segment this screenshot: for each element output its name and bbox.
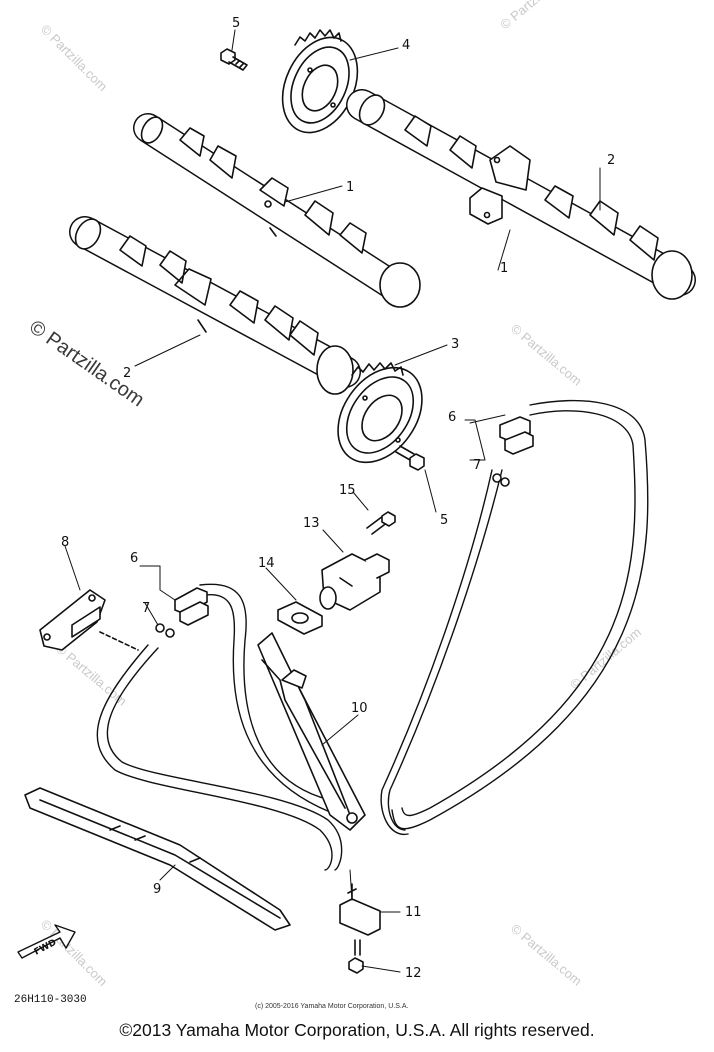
- label-4: 4: [402, 38, 410, 53]
- bolt-5-lower: [395, 445, 425, 471]
- label-5: 5: [232, 16, 240, 31]
- guide-bracket-8: [39, 589, 106, 651]
- label-8: 8: [61, 535, 69, 550]
- watermark: © Partzilla.com: [38, 22, 111, 95]
- footer-copyright: ©2013 Yamaha Motor Corporation, U.S.A. A…: [119, 1020, 595, 1040]
- label-3: 3: [451, 337, 459, 352]
- label-13: 13: [303, 516, 320, 531]
- bolt-5-top: [220, 48, 248, 71]
- cam-sprocket-3: [337, 362, 423, 464]
- bolt-12: [348, 939, 364, 974]
- label-1: 1: [500, 261, 508, 276]
- label-7: 7: [473, 458, 481, 473]
- label-9: 9: [153, 882, 161, 897]
- tensioner-guide-10: [257, 632, 366, 831]
- leader-lines: [64, 29, 601, 973]
- bolt-15: [366, 511, 396, 535]
- label-7: 7: [142, 601, 150, 616]
- cam-chain-left: [96, 583, 343, 871]
- label-6: 6: [448, 410, 456, 425]
- guide-stopper-11: [339, 883, 381, 936]
- watermark: © Partzilla.com: [567, 624, 644, 692]
- chain-link-6-7-left: [155, 587, 209, 638]
- cam-sprocket-4: [281, 29, 359, 134]
- camshaft-2-right: [346, 89, 696, 300]
- label-14: 14: [258, 556, 275, 571]
- watermark: © Partzilla.com: [38, 917, 111, 990]
- camshaft-2-lower: [69, 216, 361, 395]
- label-10: 10: [351, 701, 368, 716]
- part-labels: 5 4 2 1 1 2 3 6 7 5 15 13 8 6 7 14 10 9 …: [61, 16, 615, 981]
- watermark-large: © Partzilla.com: [25, 316, 148, 411]
- label-2: 2: [607, 153, 615, 168]
- gasket-14: [277, 601, 323, 635]
- drawing-code: 26H110-3030: [14, 994, 87, 1006]
- label-2: 2: [123, 366, 131, 381]
- label-6: 6: [130, 551, 138, 566]
- label-1: 1: [346, 180, 354, 195]
- label-15: 15: [339, 483, 356, 498]
- label-5: 5: [440, 513, 448, 528]
- chain-tensioner-13: [319, 553, 390, 611]
- chain-guide-9: [24, 787, 291, 931]
- fwd-arrow-icon: [17, 924, 76, 959]
- watermark: © Partzilla.com: [497, 0, 574, 32]
- label-12: 12: [405, 966, 422, 981]
- bracket-leader: [99, 631, 139, 651]
- cam-chain-right: [380, 399, 649, 835]
- camshaft-1-left: [133, 113, 421, 308]
- label-11: 11: [405, 905, 422, 920]
- watermark: © Partzilla.com: [508, 321, 585, 389]
- chain-link-6-7-right: [492, 416, 534, 487]
- watermark: © Partzilla.com: [508, 921, 585, 989]
- small-copyright: (c) 2005-2016 Yamaha Motor Corporation, …: [255, 1003, 408, 1010]
